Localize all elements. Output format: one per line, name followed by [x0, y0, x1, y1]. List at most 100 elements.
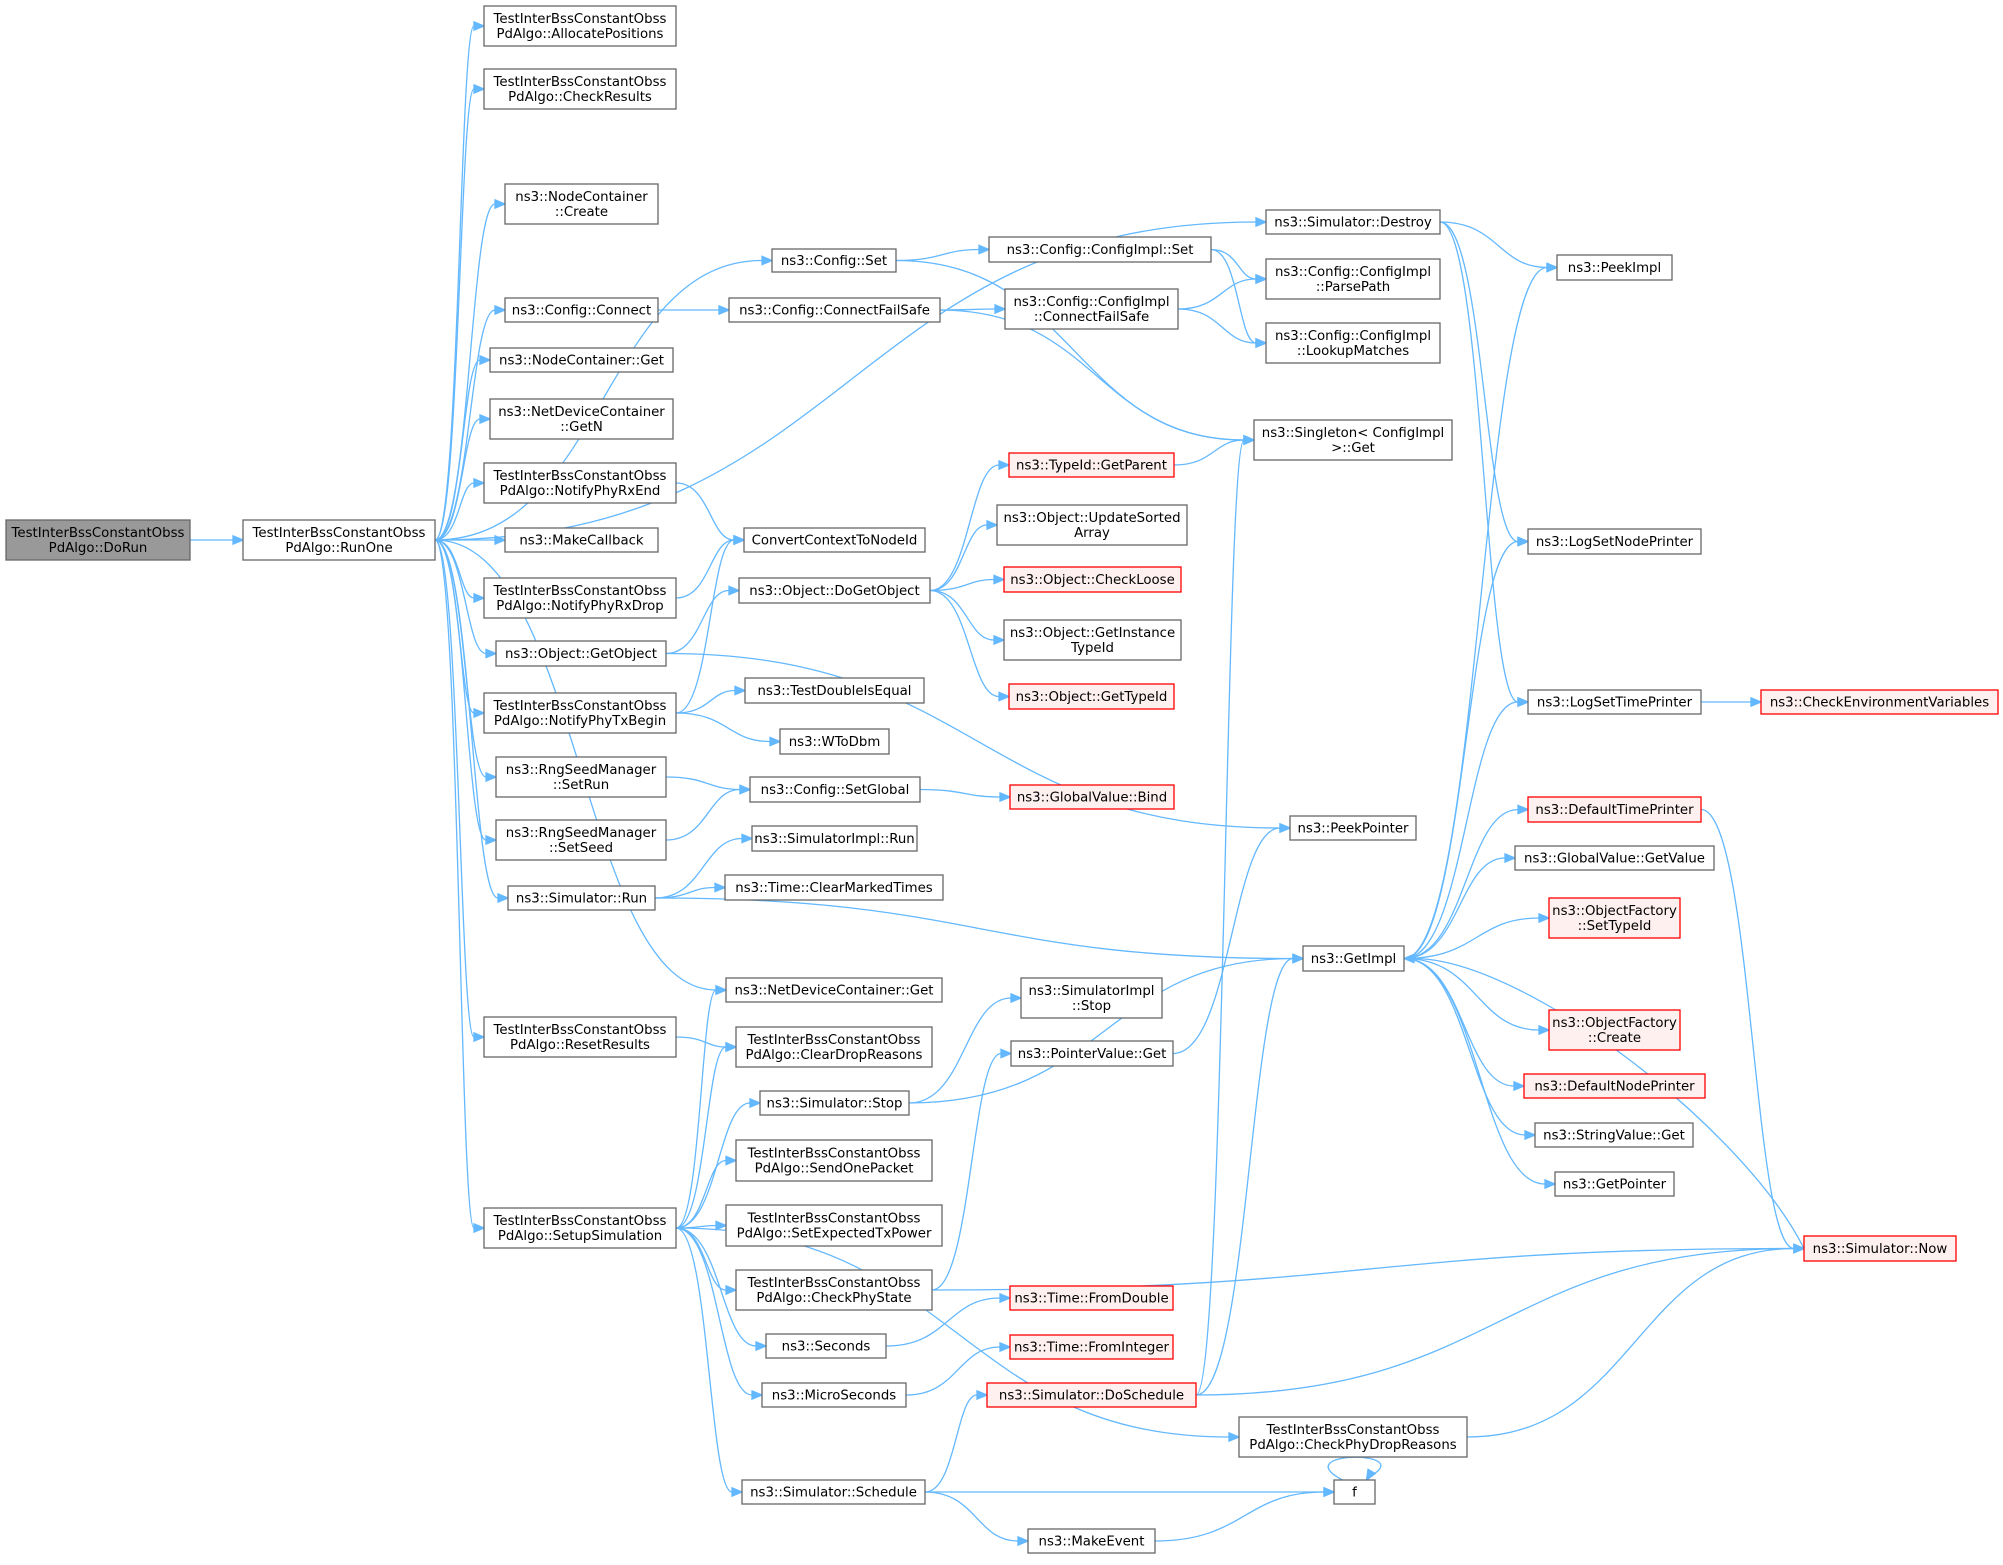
node-box[interactable]: [1289, 815, 1417, 841]
node-box[interactable]: [735, 1269, 933, 1311]
node-fromint[interactable]: ns3::Time::FromInteger: [1009, 1334, 1174, 1360]
node-rngsetseed[interactable]: ns3::RngSeedManager::SetSeed: [495, 819, 667, 861]
node-typeidparent[interactable]: ns3::TypeId::GetParent: [1008, 452, 1175, 478]
node-simschedule[interactable]: ns3::Simulator::Schedule: [741, 1479, 926, 1505]
node-ndcget[interactable]: ns3::NetDeviceContainer::Get: [725, 977, 943, 1003]
node-makecb[interactable]: ns3::MakeCallback: [504, 527, 659, 553]
node-simrun[interactable]: ns3::Simulator::Run: [507, 885, 656, 911]
node-lookupm[interactable]: ns3::Config::ConfigImpl::LookupMatches: [1265, 322, 1441, 364]
node-ncget[interactable]: ns3::NodeContainer::Get: [489, 347, 674, 373]
node-box[interactable]: [1009, 1334, 1174, 1360]
node-box[interactable]: [1556, 254, 1673, 281]
node-box[interactable]: [741, 1479, 926, 1505]
node-box[interactable]: [751, 825, 918, 852]
node-box[interactable]: [1534, 1122, 1694, 1148]
node-box[interactable]: [735, 1139, 933, 1182]
node-checkres[interactable]: TestInterBssConstantObssPdAlgo::CheckRes…: [483, 68, 677, 110]
node-box[interactable]: [761, 1382, 907, 1408]
node-box[interactable]: [1010, 1040, 1174, 1067]
node-convctx[interactable]: ConvertContextToNodeId: [743, 527, 926, 553]
node-singleton[interactable]: ns3::Singleton< ConfigImpl >::Get: [1253, 419, 1453, 461]
node-strvalget[interactable]: ns3::StringValue::Get: [1534, 1122, 1694, 1148]
node-box[interactable]: [504, 527, 659, 553]
node-logtime[interactable]: ns3::LogSetTimePrinter: [1527, 689, 1702, 715]
node-cfgset[interactable]: ns3::Config::Set: [771, 248, 897, 273]
node-box[interactable]: [483, 68, 677, 110]
node-box[interactable]: [765, 1333, 887, 1359]
node-box[interactable]: [489, 347, 674, 373]
node-box[interactable]: [1004, 288, 1179, 330]
node-box[interactable]: [738, 577, 931, 604]
node-box[interactable]: [1760, 689, 1999, 715]
node-notifyrxend[interactable]: TestInterBssConstantObssPdAlgo::NotifyPh…: [483, 462, 677, 504]
node-testdouble[interactable]: ns3::TestDoubleIsEqual: [744, 677, 925, 704]
node-box[interactable]: [1333, 1479, 1376, 1505]
node-deftime[interactable]: ns3::DefaultTimePrinter: [1527, 796, 1702, 823]
node-cleardrop[interactable]: TestInterBssConstantObssPdAlgo::ClearDro…: [735, 1026, 933, 1068]
node-rngsetrun[interactable]: ns3::RngSeedManager::SetRun: [495, 756, 667, 798]
node-box[interactable]: [483, 1016, 677, 1058]
node-box[interactable]: [483, 577, 677, 619]
node-box[interactable]: [1554, 1171, 1675, 1197]
node-microsec[interactable]: ns3::MicroSeconds: [761, 1382, 907, 1408]
node-box[interactable]: [242, 519, 436, 561]
node-parsepath[interactable]: ns3::Config::ConfigImpl::ParsePath: [1265, 258, 1441, 300]
node-box[interactable]: [483, 1207, 677, 1249]
node-box[interactable]: [725, 977, 943, 1003]
node-box[interactable]: [1527, 689, 1702, 715]
node-ofsettid[interactable]: ns3::ObjectFactory::SetTypeId: [1548, 897, 1681, 939]
node-checkphy[interactable]: TestInterBssConstantObssPdAlgo::CheckPhy…: [735, 1269, 933, 1311]
node-box[interactable]: [495, 756, 667, 798]
node-checkenv[interactable]: ns3::CheckEnvironmentVariables: [1760, 689, 1999, 715]
node-peekimpl[interactable]: ns3::PeekImpl: [1556, 254, 1673, 281]
node-box[interactable]: [483, 5, 677, 47]
node-box[interactable]: [483, 462, 677, 504]
node-box[interactable]: [1253, 419, 1453, 461]
node-box[interactable]: [728, 297, 941, 323]
node-resetres[interactable]: TestInterBssConstantObssPdAlgo::ResetRes…: [483, 1016, 677, 1058]
node-box[interactable]: [1514, 845, 1715, 871]
node-setexptx[interactable]: TestInterBssConstantObssPdAlgo::SetExpec…: [725, 1204, 943, 1247]
node-box[interactable]: [495, 819, 667, 861]
node-getobject[interactable]: ns3::Object::GetObject: [495, 640, 667, 667]
node-seconds[interactable]: ns3::Seconds: [765, 1333, 887, 1359]
node-box[interactable]: [495, 640, 667, 667]
node-box[interactable]: [996, 504, 1188, 546]
node-cfgsetglobal[interactable]: ns3::Config::SetGlobal: [749, 776, 921, 803]
node-box[interactable]: [1009, 1285, 1174, 1311]
node-box[interactable]: [988, 236, 1212, 263]
node-box[interactable]: [1265, 258, 1441, 300]
node-gvgetvalue[interactable]: ns3::GlobalValue::GetValue: [1514, 845, 1715, 871]
node-cfgconnfs[interactable]: ns3::Config::ConnectFailSafe: [728, 297, 941, 323]
node-box[interactable]: [735, 1026, 933, 1068]
node-defnode[interactable]: ns3::DefaultNodePrinter: [1523, 1073, 1706, 1099]
node-box[interactable]: [759, 1090, 910, 1116]
node-box[interactable]: [504, 183, 659, 225]
node-box[interactable]: [1008, 683, 1175, 710]
node-box[interactable]: [1548, 897, 1681, 939]
node-box[interactable]: [1020, 977, 1163, 1019]
node-box[interactable]: [1265, 209, 1441, 235]
node-simstop[interactable]: ns3::Simulator::Stop: [759, 1090, 910, 1116]
node-ofcreate[interactable]: ns3::ObjectFactory::Create: [1548, 1009, 1681, 1051]
node-ptrvalget[interactable]: ns3::PointerValue::Get: [1010, 1040, 1174, 1067]
node-simimplrun[interactable]: ns3::SimulatorImpl::Run: [751, 825, 918, 852]
node-box[interactable]: [749, 776, 921, 803]
node-allocpos[interactable]: TestInterBssConstantObssPdAlgo::Allocate…: [483, 5, 677, 47]
node-box[interactable]: [1527, 528, 1702, 555]
node-checkdropr[interactable]: TestInterBssConstantObssPdAlgo::CheckPhy…: [1238, 1416, 1468, 1458]
node-box[interactable]: [1008, 452, 1175, 478]
node-simdestroy[interactable]: ns3::Simulator::Destroy: [1265, 209, 1441, 235]
node-box[interactable]: [1527, 796, 1702, 823]
node-box[interactable]: [724, 874, 944, 901]
node-box[interactable]: [507, 885, 656, 911]
node-box[interactable]: [1265, 322, 1441, 364]
node-clearmarked[interactable]: ns3::Time::ClearMarkedTimes: [724, 874, 944, 901]
node-peekptr[interactable]: ns3::PeekPointer: [1289, 815, 1417, 841]
node-dogetobject[interactable]: ns3::Object::DoGetObject: [738, 577, 931, 604]
node-getimpl[interactable]: ns3::GetImpl: [1302, 945, 1405, 972]
